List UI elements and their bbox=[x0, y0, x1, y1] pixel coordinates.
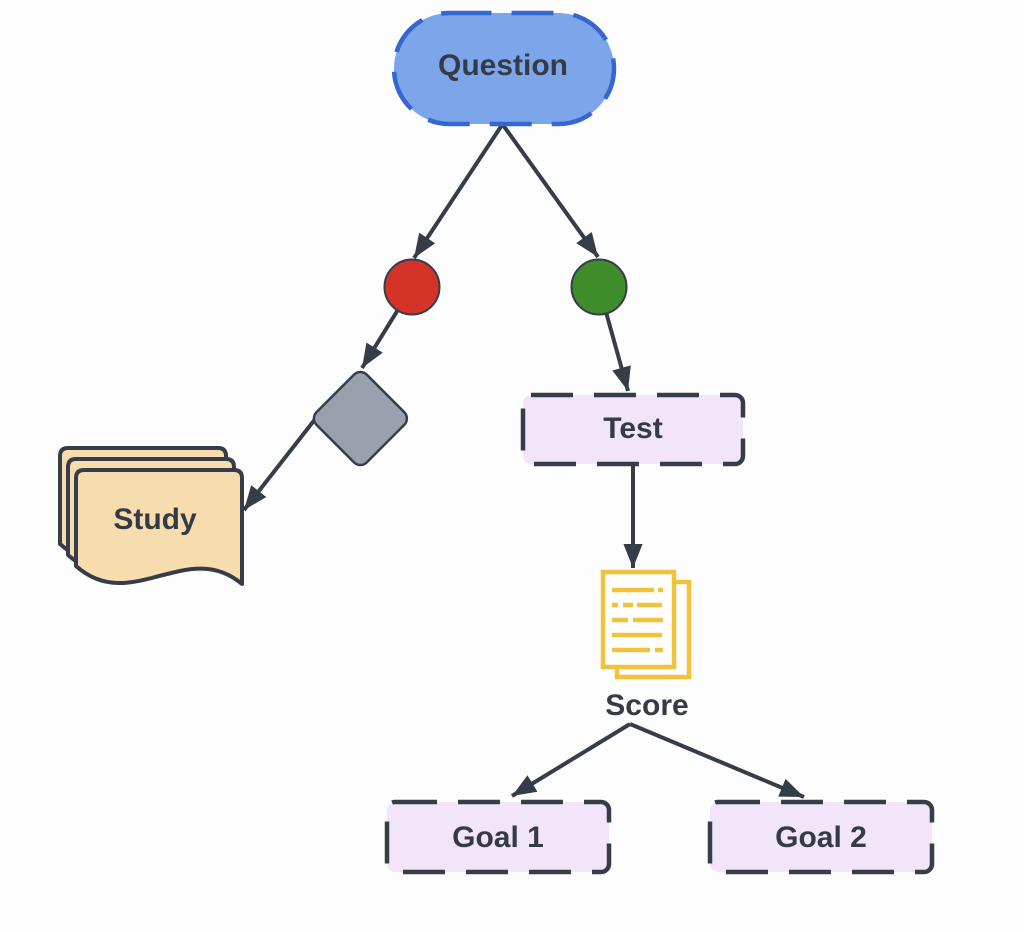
study-node bbox=[58, 446, 244, 586]
study-label: Study bbox=[113, 503, 197, 536]
edge-score-to-goal2 bbox=[629, 722, 805, 799]
green-dot-node bbox=[570, 258, 628, 316]
edge-score-to-goal1 bbox=[510, 722, 632, 798]
score-document-icon bbox=[600, 569, 692, 680]
goal2-label: Goal 2 bbox=[775, 821, 867, 854]
goal2-node bbox=[707, 799, 935, 875]
goal1-label: Goal 1 bbox=[452, 821, 544, 854]
question-label: Question bbox=[438, 49, 568, 82]
question-node bbox=[391, 10, 617, 127]
red-dot-node bbox=[383, 258, 441, 316]
test-node bbox=[520, 392, 746, 467]
decision-diamond-node bbox=[312, 370, 409, 467]
edge-question-to-green-dot bbox=[501, 123, 600, 259]
study-page-front bbox=[74, 468, 244, 586]
goal1-node bbox=[384, 799, 612, 875]
score-icon-text-lines bbox=[612, 587, 663, 653]
edge-question-to-red-dot bbox=[412, 123, 504, 260]
edge-diamond-to-study bbox=[242, 416, 318, 512]
test-label: Test bbox=[603, 412, 662, 445]
score-label: Score bbox=[605, 689, 688, 722]
